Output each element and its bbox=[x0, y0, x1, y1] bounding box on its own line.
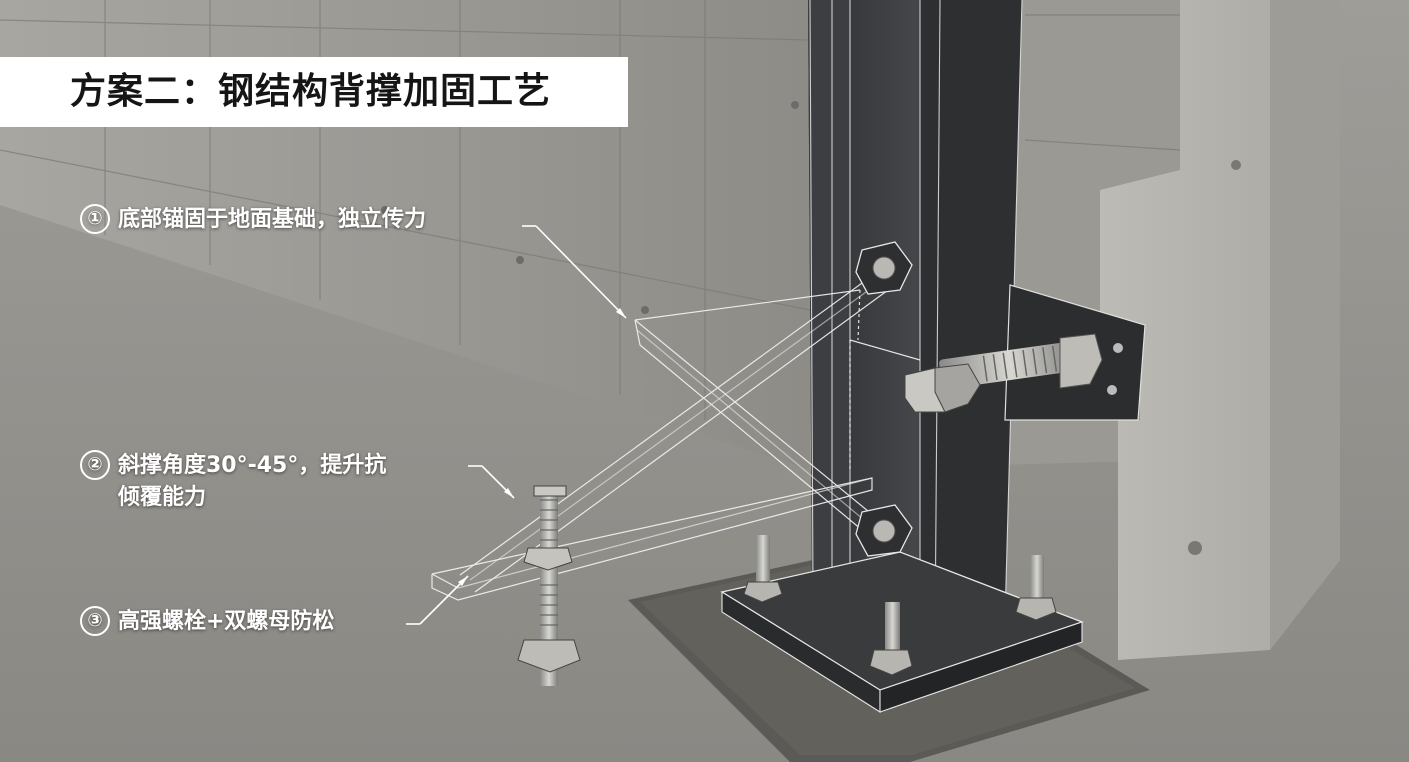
callout-3: ③ 高强螺栓+双螺母防松 bbox=[80, 606, 334, 638]
callout-text-1: 底部锚固于地面基础，独立传力 bbox=[118, 207, 427, 232]
callout-number-2: ② bbox=[80, 450, 110, 480]
base-plate bbox=[720, 551, 1084, 713]
callout-2: ② 斜撑角度30°-45°，提升抗 倾覆能力 bbox=[80, 450, 386, 514]
callout-number-3: ③ bbox=[80, 606, 110, 636]
callout-text-2-line2: 倾覆能力 bbox=[118, 485, 207, 510]
callout-number-1: ① bbox=[80, 204, 110, 234]
callout-text-2-line1: 斜撑角度30°-45°，提升抗 bbox=[118, 453, 387, 478]
callout-text-3: 高强螺栓+双螺母防松 bbox=[118, 609, 335, 634]
wall-bracket bbox=[904, 284, 1146, 421]
wall-tie-holes bbox=[381, 101, 799, 314]
steel-column bbox=[808, 0, 1023, 646]
anchor-bolts bbox=[743, 535, 1057, 676]
foot-anchor-bolt bbox=[517, 485, 581, 686]
title-banner: 方案二：钢结构背撑加固工艺 bbox=[0, 57, 628, 127]
column-bolts bbox=[855, 241, 913, 557]
leader-arrowheads bbox=[458, 308, 626, 586]
callout-1: ① 底部锚固于地面基础，独立传力 bbox=[80, 204, 426, 236]
page-title: 方案二：钢结构背撑加固工艺 bbox=[70, 71, 552, 112]
